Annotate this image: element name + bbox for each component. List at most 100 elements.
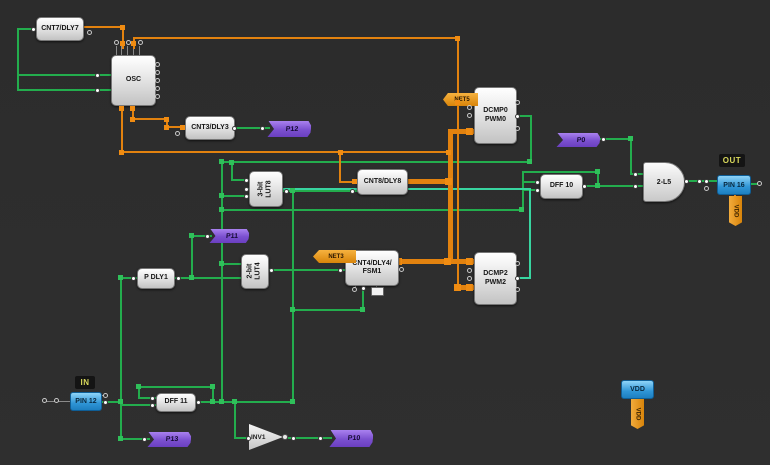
pin-connected-dot[interactable] bbox=[318, 436, 323, 441]
pin-open-dot[interactable] bbox=[103, 393, 108, 398]
pin-connected-dot[interactable] bbox=[244, 187, 249, 192]
wire-green[interactable] bbox=[120, 277, 139, 279]
block-osc[interactable]: OSC bbox=[111, 55, 156, 106]
block-cnt3dly3[interactable]: CNT3/DLY3 bbox=[185, 116, 235, 140]
block-inv1[interactable]: INV1 bbox=[249, 424, 283, 450]
block-cnt8dly8[interactable]: CNT8/DLY8 bbox=[357, 169, 408, 195]
pin-open-dot[interactable] bbox=[757, 181, 762, 186]
pin-open-dot[interactable] bbox=[155, 62, 160, 67]
pin-open-dot[interactable] bbox=[155, 70, 160, 75]
wire-green[interactable] bbox=[266, 269, 347, 271]
wire-orange-bus[interactable] bbox=[397, 259, 475, 264]
wire-green[interactable] bbox=[630, 138, 632, 175]
pin-connected-dot[interactable] bbox=[633, 184, 638, 189]
wire-orange-bus[interactable] bbox=[448, 129, 453, 264]
pin-connected-dot[interactable] bbox=[515, 276, 520, 281]
p10-flag[interactable]: P10 bbox=[329, 430, 373, 447]
pin-connected-dot[interactable] bbox=[535, 180, 540, 185]
pin-open-dot[interactable] bbox=[515, 100, 520, 105]
wire-orange[interactable] bbox=[339, 181, 358, 183]
wire-green[interactable] bbox=[292, 309, 364, 311]
pin-connected-dot[interactable] bbox=[269, 268, 274, 273]
p0-flag[interactable]: P0 bbox=[557, 133, 601, 147]
p13-flag[interactable]: P13 bbox=[147, 432, 191, 447]
net5-flag[interactable]: NET5 bbox=[443, 93, 478, 106]
pin12-block[interactable]: PIN 12 bbox=[70, 392, 102, 411]
wire-orange-bus[interactable] bbox=[448, 129, 475, 134]
wire-green[interactable] bbox=[221, 209, 524, 211]
wire-orange[interactable] bbox=[132, 118, 168, 120]
wire-green[interactable] bbox=[221, 263, 243, 265]
pin-connected-dot[interactable] bbox=[31, 27, 36, 32]
wire-green[interactable] bbox=[530, 115, 532, 163]
pin-connected-dot[interactable] bbox=[244, 194, 249, 199]
block-cnt7dly7[interactable]: CNT7/DLY7 bbox=[36, 17, 84, 41]
pin-connected-dot[interactable] bbox=[633, 172, 638, 177]
wire-green[interactable] bbox=[17, 74, 113, 76]
pin-open-dot[interactable] bbox=[138, 40, 143, 45]
wire-green[interactable] bbox=[522, 181, 542, 183]
pin-open-dot[interactable] bbox=[515, 126, 520, 131]
wire-orange[interactable] bbox=[121, 103, 123, 153]
pin-connected-dot[interactable] bbox=[150, 396, 155, 401]
pin-open-dot[interactable] bbox=[42, 398, 47, 403]
wire-orange[interactable] bbox=[121, 151, 451, 153]
pin-connected-dot[interactable] bbox=[601, 137, 606, 142]
pin-open-dot[interactable] bbox=[467, 276, 472, 281]
wire-green[interactable] bbox=[522, 171, 524, 211]
pin-connected-dot[interactable] bbox=[535, 188, 540, 193]
wire-green[interactable] bbox=[221, 195, 251, 197]
pin-connected-dot[interactable] bbox=[515, 114, 520, 119]
wire-green[interactable] bbox=[362, 288, 364, 311]
block-dff11[interactable]: DFF 11 bbox=[156, 393, 196, 412]
wire-green[interactable] bbox=[17, 28, 19, 91]
pin-connected-dot[interactable] bbox=[350, 189, 355, 194]
wire-orange[interactable] bbox=[166, 118, 168, 128]
wire-green[interactable] bbox=[288, 437, 332, 439]
pin-connected-dot[interactable] bbox=[244, 178, 249, 183]
pin16-block[interactable]: PIN 16 bbox=[717, 175, 751, 195]
wire-green[interactable] bbox=[234, 401, 236, 439]
wire-green[interactable] bbox=[138, 386, 140, 399]
pin-connected-dot[interactable] bbox=[704, 179, 709, 184]
pin-connected-dot[interactable] bbox=[291, 436, 296, 441]
pin-open-dot[interactable] bbox=[126, 40, 131, 45]
pin-connected-dot[interactable] bbox=[95, 88, 100, 93]
pin-connected-dot[interactable] bbox=[176, 276, 181, 281]
wire-green[interactable] bbox=[17, 89, 113, 91]
pin-connected-dot[interactable] bbox=[95, 73, 100, 78]
wire-green[interactable] bbox=[99, 401, 122, 403]
wire-orange[interactable] bbox=[166, 126, 187, 128]
p11-flag[interactable]: P11 bbox=[210, 229, 250, 243]
wire-orange[interactable] bbox=[457, 37, 459, 290]
vdd-source-flag[interactable]: VDD bbox=[631, 399, 644, 429]
pin-connected-dot[interactable] bbox=[684, 179, 689, 184]
vdd-source-block[interactable]: VDD bbox=[621, 380, 654, 399]
block-pdly1[interactable]: P DLY1 bbox=[137, 268, 175, 289]
wire-green[interactable] bbox=[281, 190, 359, 192]
wire-green[interactable] bbox=[191, 235, 212, 237]
wire-green[interactable] bbox=[194, 401, 294, 403]
pin-open-dot[interactable] bbox=[175, 131, 180, 136]
wire-green[interactable] bbox=[191, 235, 193, 279]
pin16-vdd-flag[interactable]: VDD bbox=[729, 196, 742, 226]
pin-connected-dot[interactable] bbox=[150, 403, 155, 408]
wire-green[interactable] bbox=[231, 179, 251, 181]
wire-green[interactable] bbox=[17, 28, 37, 30]
pin-connected-dot[interactable] bbox=[284, 189, 289, 194]
net3-flag[interactable]: NET3 bbox=[313, 250, 356, 263]
pin-open-dot[interactable] bbox=[515, 261, 520, 266]
pin-connected-dot[interactable] bbox=[582, 184, 587, 189]
pin-open-dot[interactable] bbox=[87, 30, 92, 35]
wire-green[interactable] bbox=[120, 277, 122, 440]
wire-orange[interactable] bbox=[122, 26, 124, 49]
wire-green[interactable] bbox=[514, 115, 532, 117]
pin-open-dot[interactable] bbox=[155, 94, 160, 99]
wire-orange[interactable] bbox=[133, 37, 459, 39]
pin-connected-dot[interactable] bbox=[232, 126, 237, 131]
wire-orange[interactable] bbox=[132, 103, 134, 120]
wire-green[interactable] bbox=[212, 386, 214, 403]
wire-green[interactable] bbox=[749, 183, 759, 185]
